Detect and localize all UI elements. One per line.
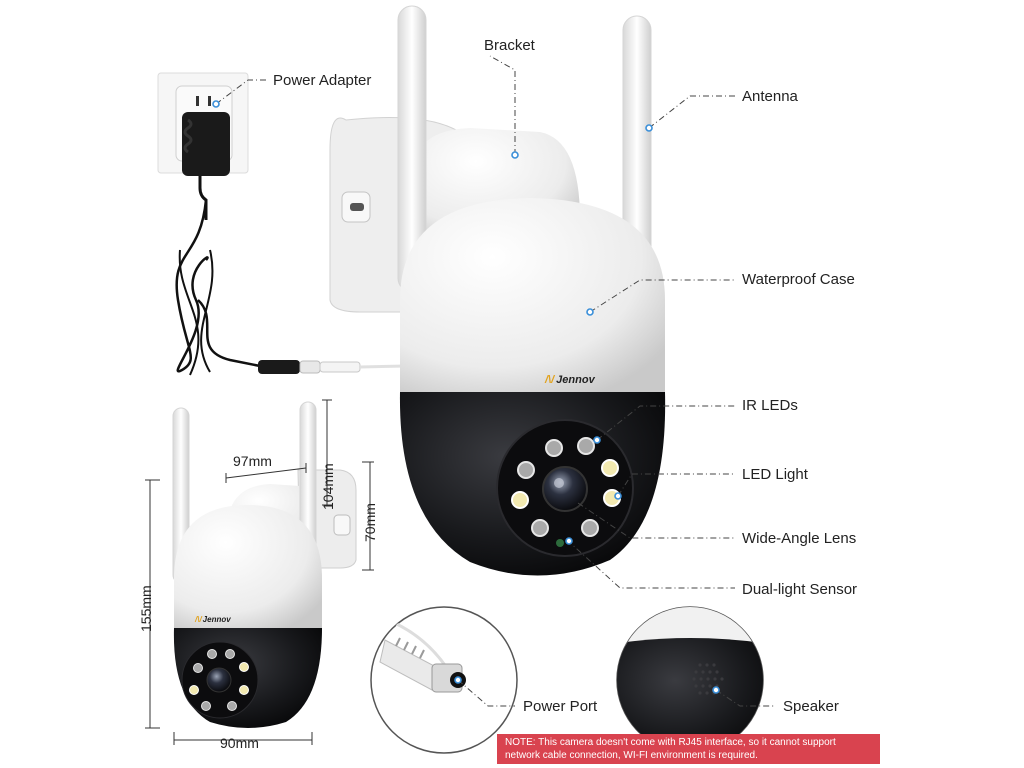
rj45-note-banner: NOTE: This camera doesn't come with RJ45… [497, 734, 880, 764]
label-dual-light-sensor: Dual-light Sensor [742, 581, 858, 598]
label-power-adapter: Power Adapter [273, 72, 372, 89]
label-antenna: Antenna [742, 88, 798, 105]
dimension-camera-illustration: /\/Jennov [145, 399, 374, 745]
main-camera-illustration: /\/Jennov [329, 5, 666, 576]
power-port-zoom [370, 606, 518, 754]
callout-dots [212, 100, 720, 694]
dimension-depth: 70mm [362, 503, 378, 542]
label-led-light: LED Light [742, 466, 808, 483]
dimension-height-bracket: 104mm [320, 463, 336, 510]
power-adapter-illustration [157, 72, 407, 376]
main-camera-logo: /\/Jennov [544, 374, 596, 386]
dimension-width-top: 97mm [233, 453, 272, 469]
callout-lines [215, 55, 776, 707]
label-wide-angle-lens: Wide-Angle Lens [742, 530, 857, 547]
small-camera-logo: /\/Jennov [194, 615, 231, 624]
label-bracket: Bracket [484, 37, 535, 54]
label-ir-leds: IR LEDs [742, 397, 798, 414]
speaker-zoom [616, 606, 764, 754]
label-power-port: Power Port [523, 698, 598, 715]
label-waterproof-case: Waterproof Case [742, 271, 855, 288]
dimension-width-base: 90mm [220, 735, 259, 751]
label-speaker: Speaker [783, 698, 839, 715]
dimension-height-total: 155mm [138, 585, 154, 632]
